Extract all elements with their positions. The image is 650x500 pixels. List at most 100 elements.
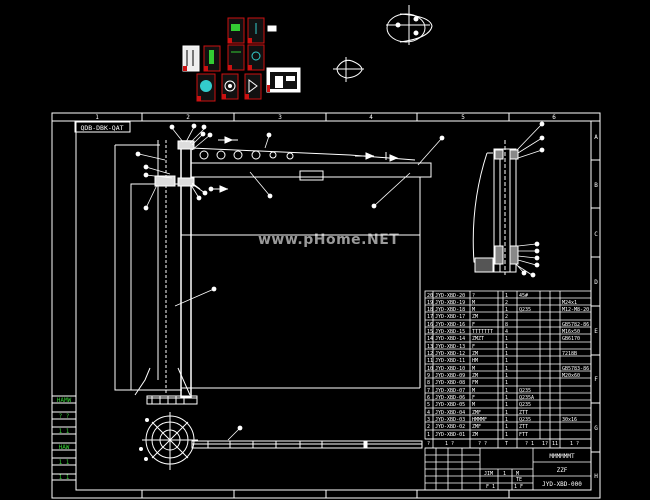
balloon[interactable] [534, 241, 540, 247]
thumbnail-sheet[interactable] [196, 73, 216, 102]
svg-text:8: 8 [427, 380, 430, 386]
balloon[interactable] [534, 262, 540, 268]
title-block-text: MMMMMMT ZZF JYD-XBD-000 JIM 1 M TE F 1 1… [484, 453, 582, 490]
zone-col-label: 6 [552, 114, 556, 121]
drawing-subtitle: ZZF [557, 467, 568, 474]
thumbnail-sheet[interactable] [247, 44, 265, 71]
svg-text:JYD-XBD-03: JYD-XBD-03 [435, 417, 465, 423]
balloon[interactable] [169, 124, 175, 130]
svg-text:JYD-XBD-07: JYD-XBD-07 [435, 388, 465, 394]
svg-text:11: 11 [552, 441, 558, 447]
svg-text:10: 10 [427, 366, 433, 372]
zone-row-label: B [594, 182, 598, 189]
margin-label: HAMW [57, 397, 72, 404]
svg-text:F: F [472, 395, 475, 401]
zone-row-label: C [594, 231, 598, 238]
svg-text:JYD-XBD-01: JYD-XBD-01 [435, 432, 465, 438]
thumbnail-sheet[interactable] [203, 45, 221, 72]
balloon[interactable] [371, 203, 377, 209]
zone-labels: 1 2 3 4 5 6 A B C D E F G H [95, 114, 598, 480]
thumbnail-sheet[interactable] [247, 17, 265, 44]
balloon[interactable] [143, 205, 149, 211]
thumbnail-sheets[interactable] [182, 17, 301, 102]
thumbnail-sheet[interactable] [227, 17, 245, 44]
balloon[interactable] [539, 135, 545, 141]
title-cell: 1 [503, 471, 506, 477]
thumbnail-sheet[interactable] [227, 44, 245, 71]
svg-text:2: 2 [505, 314, 508, 320]
svg-text:17: 17 [427, 314, 433, 320]
zone-col-label: 3 [278, 114, 282, 121]
svg-text:ZM: ZM [472, 351, 478, 357]
zone-row-label: F [594, 376, 598, 383]
main-elevation-view[interactable] [114, 136, 432, 500]
svg-text:1: 1 [505, 380, 508, 386]
thumbnail-sheet[interactable] [182, 45, 200, 72]
parts-list-header: ? 1 ? ? ? T ? 1 1? 11 1 ? [427, 441, 579, 447]
balloon[interactable] [196, 195, 202, 201]
balloon[interactable] [530, 272, 536, 278]
title-cell: JIM [484, 471, 493, 477]
balloon[interactable] [207, 132, 213, 138]
balloon[interactable] [539, 147, 545, 153]
svg-text:JYD-XBD-08: JYD-XBD-08 [435, 380, 465, 386]
title-block[interactable] [424, 447, 592, 491]
balloon[interactable] [211, 286, 217, 292]
balloon[interactable] [202, 190, 208, 196]
svg-text:2: 2 [427, 424, 430, 430]
balloon[interactable] [539, 121, 545, 127]
part-balloons-main[interactable] [135, 123, 445, 441]
balloon[interactable] [534, 255, 540, 261]
balloon[interactable] [143, 172, 149, 178]
balloon[interactable] [237, 425, 243, 431]
svg-text:1: 1 [505, 410, 508, 416]
thumbnail-sheet[interactable] [221, 73, 239, 100]
svg-text:7218B: 7218B [562, 351, 577, 357]
balloon[interactable] [201, 124, 207, 130]
balloon[interactable] [267, 193, 273, 199]
balloon[interactable] [200, 131, 206, 137]
thumbnail-sheet[interactable] [244, 73, 262, 100]
thumbnail-sheet[interactable] [266, 67, 301, 93]
svg-text:1: 1 [505, 307, 508, 313]
balloon[interactable] [143, 164, 149, 170]
balloon[interactable] [191, 123, 197, 129]
balloon[interactable] [208, 186, 214, 192]
svg-text:?: ? [427, 441, 430, 447]
side-view-column[interactable] [472, 140, 519, 275]
svg-text:?: ? [472, 293, 475, 299]
svg-text:ZMF: ZMF [472, 424, 481, 430]
balloon[interactable] [266, 132, 272, 138]
svg-text:JYD-XBD-20: JYD-XBD-20 [435, 293, 465, 299]
svg-text:ZMF: ZMF [472, 410, 481, 416]
part-balloons-side[interactable] [515, 121, 545, 278]
svg-text:M24x1: M24x1 [562, 300, 577, 306]
svg-text:GB5782-86: GB5782-86 [562, 322, 589, 328]
svg-text:JYD-XBD-10: JYD-XBD-10 [435, 366, 465, 372]
svg-text:ZTT: ZTT [519, 424, 528, 430]
svg-text:F: F [472, 344, 475, 350]
svg-text:GB5783-86: GB5783-86 [562, 366, 589, 372]
svg-text:JYD-XBD-17: JYD-XBD-17 [435, 314, 465, 320]
plan-view[interactable] [139, 412, 423, 470]
balloon[interactable] [439, 135, 445, 141]
detail-view-cam[interactable] [333, 57, 364, 82]
svg-text:14: 14 [427, 336, 433, 342]
svg-text:HM: HM [472, 358, 478, 364]
balloon[interactable] [521, 270, 527, 276]
title-cell: F 1 [486, 484, 495, 490]
balloon[interactable] [534, 248, 540, 254]
svg-text:JYD-XBD-04: JYD-XBD-04 [435, 410, 465, 416]
detail-view-flange[interactable] [386, 5, 433, 45]
svg-text:1 ?: 1 ? [570, 441, 579, 447]
zone-row-label: G [594, 425, 598, 432]
balloon[interactable] [135, 151, 141, 157]
svg-text:16: 16 [427, 322, 433, 328]
